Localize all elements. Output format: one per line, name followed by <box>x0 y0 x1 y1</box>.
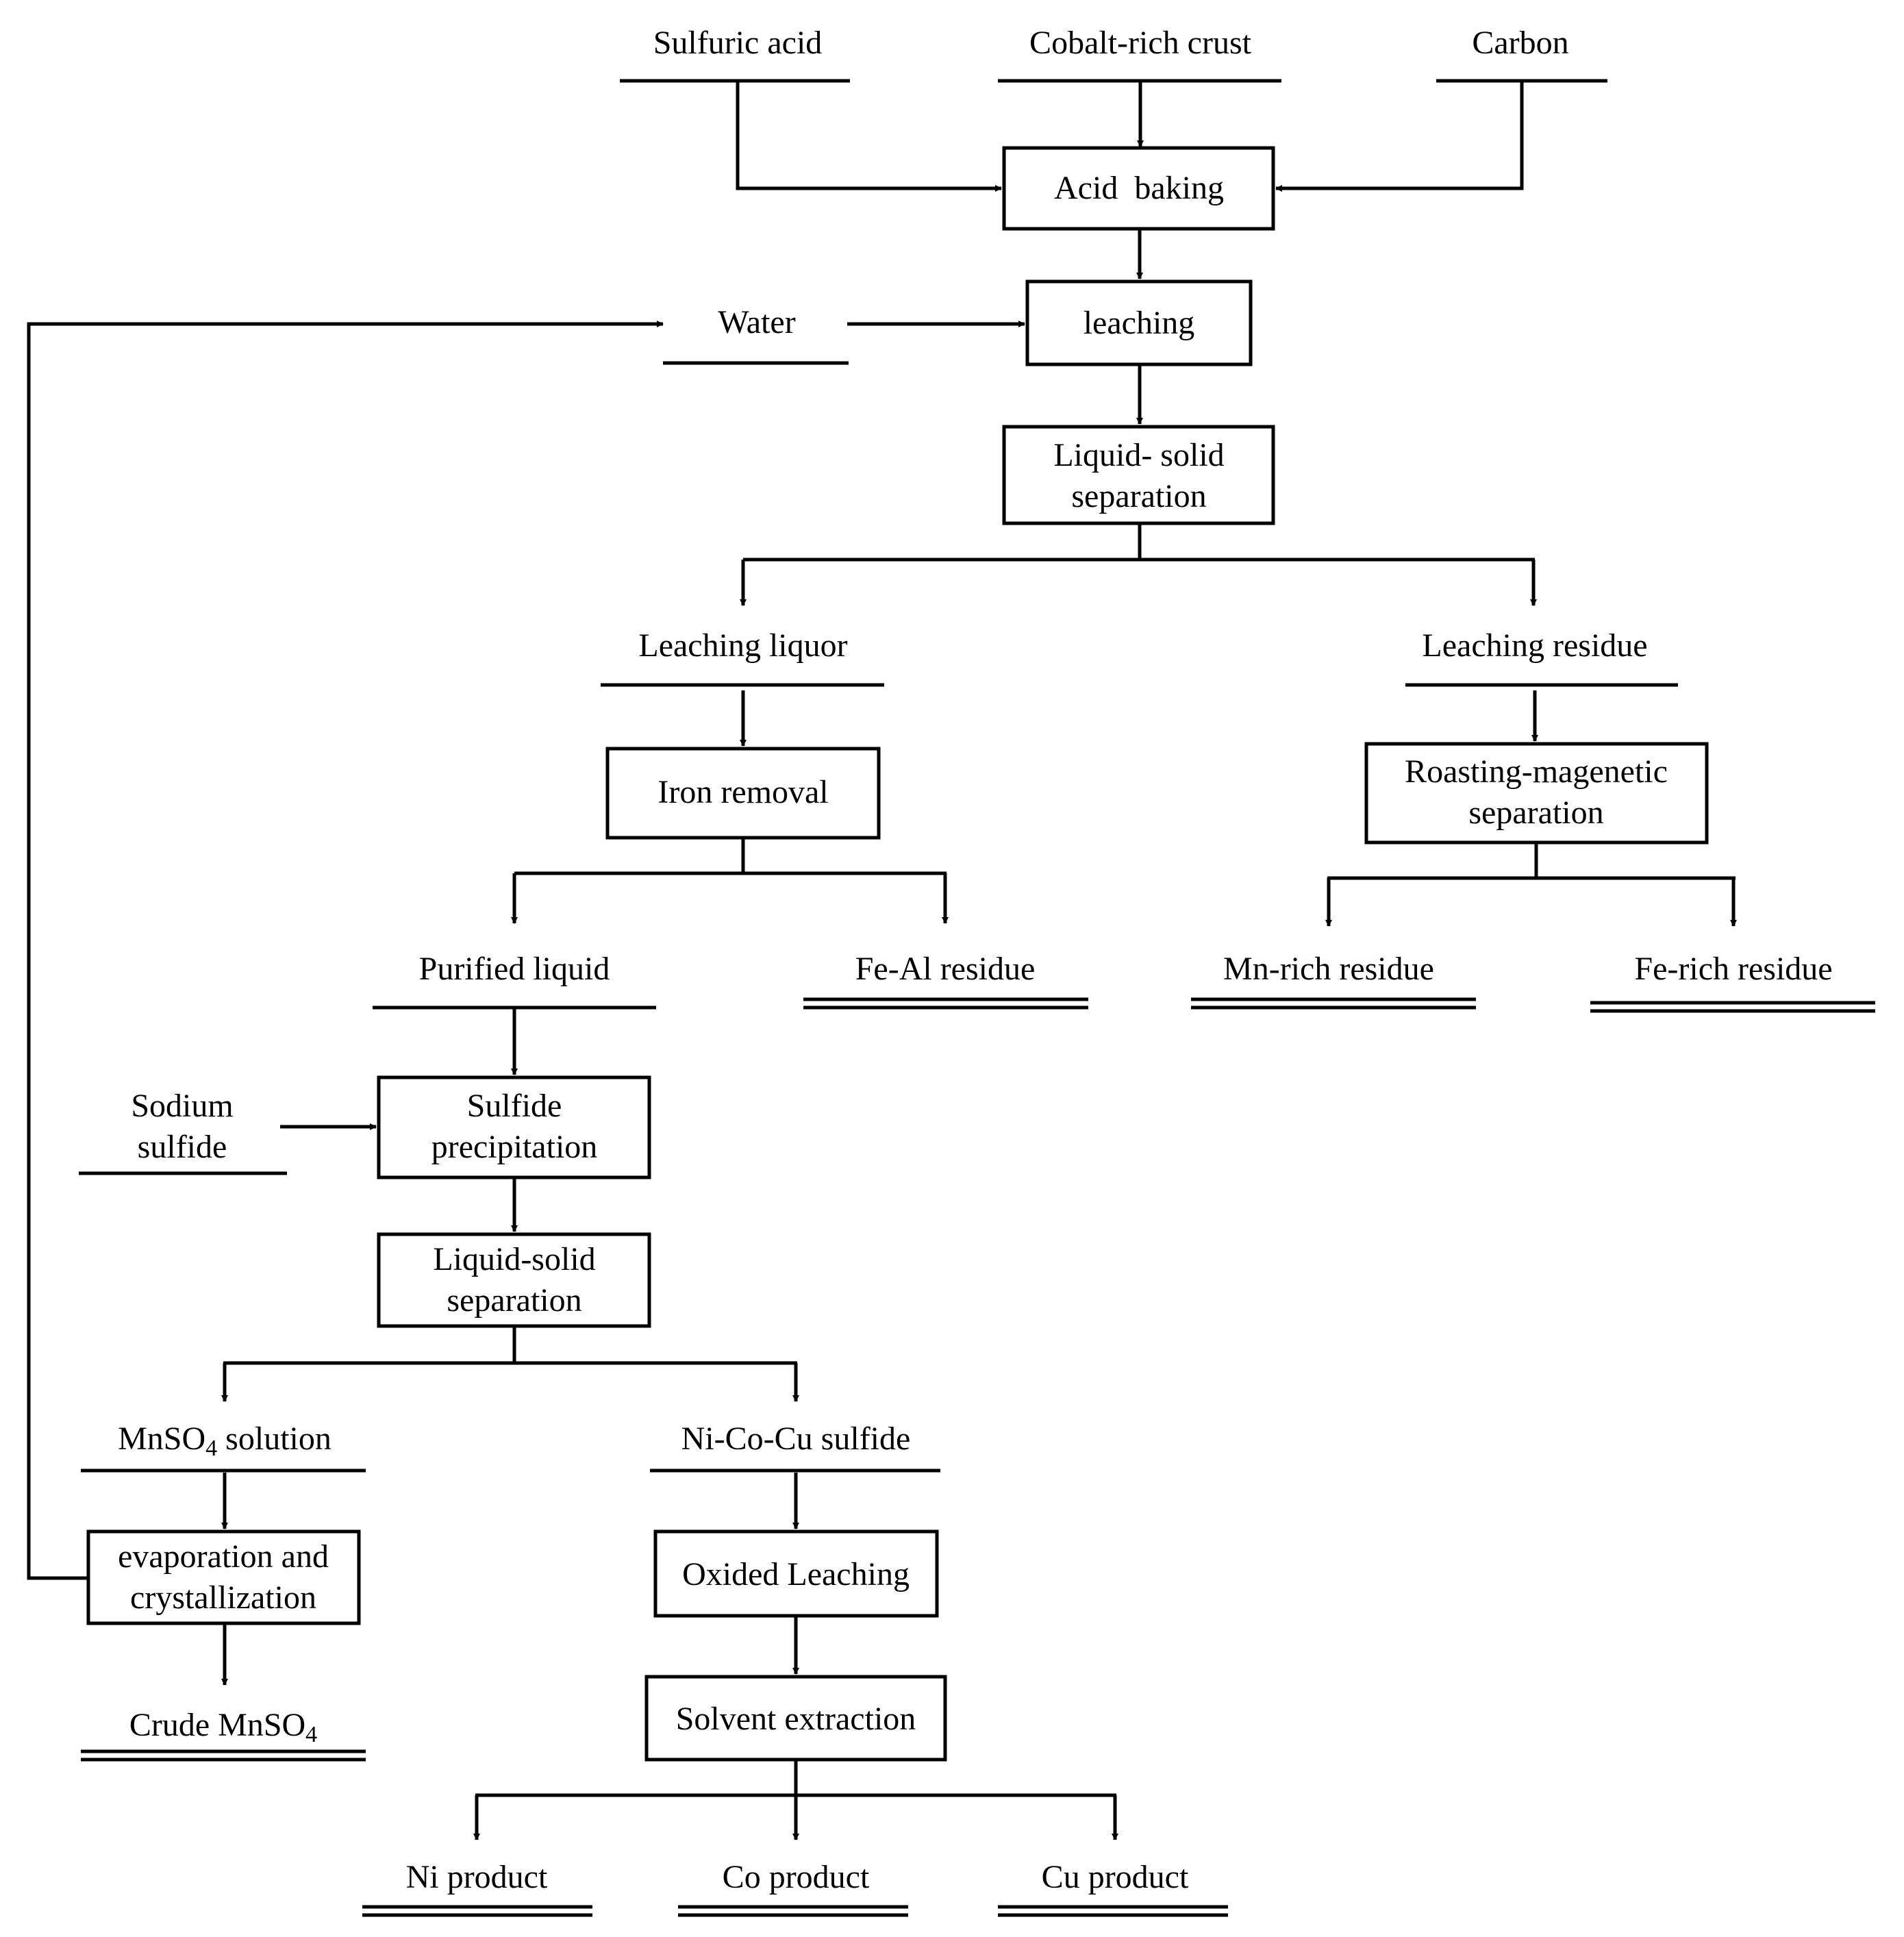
purified-liquid-label: Purified liquid <box>419 951 610 987</box>
connector-split-1 <box>740 523 1537 606</box>
liquid-solid-separation-box-1: Liquid- solid separation <box>1002 425 1275 525</box>
ls-sep-2-line2: separation <box>447 1282 581 1319</box>
sulfide-precipitation-box: Sulfide precipitation <box>377 1075 651 1179</box>
cu-product-label: Cu product <box>1042 1859 1189 1895</box>
evaporation-crystallization-box: evaporation and crystallization <box>86 1529 361 1625</box>
connector-split-3 <box>473 1760 1118 1840</box>
crude-mnso4-label: Crude MnSO4 <box>129 1707 317 1747</box>
roasting-line1: Roasting-magenetic <box>1405 753 1668 790</box>
fe-al-residue-label: Fe-Al residue <box>855 951 1036 987</box>
ls-sep-1-line1: Liquid- solid <box>1053 437 1224 473</box>
sulfide-precip-line2: precipitation <box>431 1129 598 1165</box>
input-sulfuric-acid: Sulfuric acid <box>620 25 850 83</box>
purified-liquid-node: Purified liquid <box>373 951 656 1010</box>
iron-removal-box: Iron removal <box>605 747 881 840</box>
fe-rich-residue-label: Fe-rich residue <box>1634 951 1832 987</box>
solvent-extraction-label: Solvent extraction <box>676 1701 916 1737</box>
ls-sep-1-line2: separation <box>1071 478 1206 514</box>
evap-line1: evaporation and <box>118 1538 329 1575</box>
input-carbon: Carbon <box>1436 25 1607 83</box>
iron-removal-label: Iron removal <box>657 774 828 810</box>
sodium-sulfide-line2: sulfide <box>138 1129 227 1165</box>
water-label: Water <box>718 304 795 340</box>
connector-split-2 <box>221 1326 799 1402</box>
connector-split-roasting <box>1325 842 1737 927</box>
solvent-extraction-box: Solvent extraction <box>644 1675 947 1762</box>
ni-co-cu-sulfide-label: Ni-Co-Cu sulfide <box>681 1421 911 1457</box>
oxided-leaching-label: Oxided Leaching <box>682 1556 910 1592</box>
leaching-liquor-node: Leaching liquor <box>601 627 884 687</box>
mnso4-solution-label: MnSO4 solution <box>118 1421 331 1461</box>
oxided-leaching-box: Oxided Leaching <box>653 1529 939 1618</box>
leaching-residue-label: Leaching residue <box>1422 627 1647 664</box>
crude-mnso4-node: Crude MnSO4 <box>81 1707 366 1762</box>
carbon-label: Carbon <box>1472 25 1568 61</box>
input-water: Water <box>663 304 849 365</box>
mn-rich-residue-label: Mn-rich residue <box>1223 951 1434 987</box>
connector-inputs-to-acid-baking <box>736 81 1524 192</box>
ni-product-node: Ni product <box>362 1859 592 1917</box>
cu-product-node: Cu product <box>998 1859 1228 1917</box>
sulfuric-acid-label: Sulfuric acid <box>653 25 823 61</box>
co-product-label: Co product <box>723 1859 870 1895</box>
leaching-residue-node: Leaching residue <box>1405 627 1678 687</box>
ni-product-label: Ni product <box>406 1859 548 1895</box>
connector-split-iron-removal <box>511 838 949 924</box>
acid-baking-box: Acid baking <box>1002 146 1275 231</box>
recycle-line-to-water <box>27 321 664 1580</box>
fe-al-residue-node: Fe-Al residue <box>803 951 1088 1010</box>
ls-sep-2-line1: Liquid-solid <box>433 1241 595 1277</box>
co-product-node: Co product <box>678 1859 908 1917</box>
leaching-box: leaching <box>1025 279 1253 366</box>
cobalt-rich-crust-label: Cobalt-rich crust <box>1029 25 1252 61</box>
roasting-line2: separation <box>1468 795 1603 831</box>
mnso4-solution-node: MnSO4 solution <box>81 1421 366 1473</box>
fe-rich-residue-node: Fe-rich residue <box>1590 951 1875 1013</box>
ni-co-cu-sulfide-node: Ni-Co-Cu sulfide <box>650 1421 940 1473</box>
liquid-solid-separation-box-2: Liquid-solid separation <box>377 1232 651 1328</box>
input-sodium-sulfide: Sodium sulfide <box>79 1088 287 1175</box>
leaching-label: leaching <box>1083 305 1195 341</box>
sodium-sulfide-line1: Sodium <box>131 1088 233 1124</box>
acid-baking-label: Acid baking <box>1054 170 1224 206</box>
leaching-liquor-label: Leaching liquor <box>638 627 847 664</box>
mn-rich-residue-node: Mn-rich residue <box>1191 951 1476 1010</box>
evap-line2: crystallization <box>130 1579 316 1616</box>
sulfide-precip-line1: Sulfide <box>467 1088 562 1124</box>
input-cobalt-rich-crust: Cobalt-rich crust <box>998 25 1281 83</box>
roasting-magnetic-separation-box: Roasting-magenetic separation <box>1364 742 1709 845</box>
